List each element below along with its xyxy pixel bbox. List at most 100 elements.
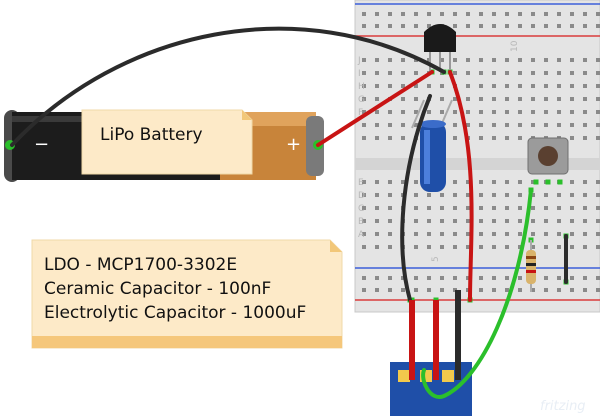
breadboard-hole [453, 245, 457, 249]
breadboard-hole [414, 110, 418, 114]
breadboard-hole [505, 84, 509, 88]
breadboard-hole [505, 123, 509, 127]
breadboard-hole [583, 110, 587, 114]
breadboard-hole [427, 245, 431, 249]
breadboard-hole [518, 232, 522, 236]
breadboard-hole [544, 276, 548, 280]
breadboard-hole [362, 206, 366, 210]
breadboard-hole [557, 71, 561, 75]
breadboard-hole [505, 219, 509, 223]
breadboard-hole [375, 71, 379, 75]
breadboard-hole [505, 193, 509, 197]
breadboard-hole [492, 136, 496, 140]
breadboard-hole [518, 71, 522, 75]
breadboard-hole [388, 123, 392, 127]
column-number-10: 10 [510, 40, 520, 52]
breadboard-hole [583, 232, 587, 236]
breadboard-hole [531, 219, 535, 223]
breadboard-hole [479, 110, 483, 114]
breadboard-hole [440, 84, 444, 88]
breadboard-hole [518, 97, 522, 101]
breadboard-hole [531, 24, 535, 28]
wire-black-ldo-ground [400, 94, 432, 302]
breadboard-hole [492, 110, 496, 114]
breadboard-hole [583, 136, 587, 140]
breadboard-hole [505, 110, 509, 114]
breadboard-hole [375, 12, 379, 16]
breadboard-hole [570, 180, 574, 184]
breadboard-hole [362, 110, 366, 114]
breadboard-hole [505, 136, 509, 140]
breadboard-hole [414, 58, 418, 62]
breadboard-hole [375, 110, 379, 114]
breadboard-hole [557, 58, 561, 62]
breadboard-hole [492, 245, 496, 249]
breadboard-hole [492, 193, 496, 197]
breadboard-hole [570, 71, 574, 75]
breadboard-hole [583, 24, 587, 28]
breadboard-hole [440, 245, 444, 249]
breadboard-hole [570, 110, 574, 114]
row-letter: B [358, 217, 364, 227]
breadboard-hole [375, 123, 379, 127]
breadboard-hole [466, 58, 470, 62]
battery-label-text: LiPo Battery [100, 125, 203, 145]
row-letter: A [358, 230, 365, 240]
breadboard-hole [531, 97, 535, 101]
breadboard-hole [401, 71, 405, 75]
breadboard-hole [427, 193, 431, 197]
breadboard-hole [375, 24, 379, 28]
breadboard-hole [401, 84, 405, 88]
breadboard-hole [362, 232, 366, 236]
row-letter: J [357, 56, 361, 66]
breadboard-hole [479, 288, 483, 292]
breadboard-hole [401, 276, 405, 280]
breadboard-hole [557, 110, 561, 114]
breadboard-hole-active [533, 179, 539, 185]
breadboard-hole [388, 288, 392, 292]
breadboard-hole [505, 288, 509, 292]
capacitor-stripe [424, 130, 430, 184]
breadboard-hole [531, 245, 535, 249]
ldo-regulator [424, 24, 456, 72]
resistor-body [526, 250, 536, 284]
battery-label-note [81, 109, 253, 175]
breadboard-hole [492, 24, 496, 28]
breadboard-hole [466, 288, 470, 292]
breadboard-hole [453, 232, 457, 236]
column-number-5: 5 [431, 256, 441, 262]
wire-green-button-signal [421, 188, 533, 399]
breadboard-hole [583, 58, 587, 62]
breadboard-hole [453, 58, 457, 62]
breadboard-hole [414, 232, 418, 236]
breadboard-hole [518, 288, 522, 292]
breadboard-hole [453, 206, 457, 210]
breadboard-hole [531, 110, 535, 114]
row-letter: D [358, 191, 365, 201]
breadboard-hole [518, 110, 522, 114]
breadboard-hole [440, 206, 444, 210]
breadboard-hole [440, 219, 444, 223]
breadboard-hole [505, 97, 509, 101]
breadboard-hole [596, 276, 600, 280]
breadboard-hole [388, 276, 392, 280]
breadboard-hole-active [545, 179, 551, 185]
breadboard-hole [362, 219, 366, 223]
breadboard-hole [544, 193, 548, 197]
ldo-body [424, 24, 456, 52]
breadboard-hole [388, 12, 392, 16]
breadboard-hole [596, 288, 600, 292]
breadboard-hole [375, 193, 379, 197]
breadboard-hole [531, 58, 535, 62]
breadboard-hole [414, 84, 418, 88]
breadboard-hole [596, 219, 600, 223]
electrolytic-capacitor [411, 99, 453, 192]
breadboard-hole [375, 84, 379, 88]
breadboard-hole [401, 180, 405, 184]
breadboard-hole [479, 24, 483, 28]
breadboard-hole [440, 193, 444, 197]
breadboard-hole [479, 245, 483, 249]
breadboard-hole [479, 123, 483, 127]
breadboard-hole [414, 97, 418, 101]
